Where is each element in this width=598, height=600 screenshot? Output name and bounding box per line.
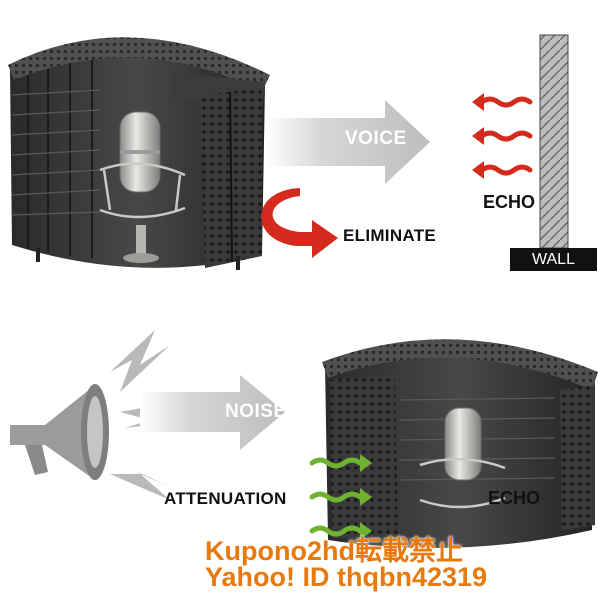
echo-label-bottom: ECHO xyxy=(488,488,541,508)
noise-label: NOISE xyxy=(225,401,287,422)
echo-label-top: ECHO xyxy=(483,192,536,212)
noise-arrow-icon xyxy=(140,375,285,450)
voice-label: VOICE xyxy=(345,128,407,149)
microphone-icon xyxy=(419,407,506,509)
echo-arrows-icon xyxy=(479,96,533,176)
microphone-icon xyxy=(99,111,186,263)
watermark-line-2: Yahoo! ID thqbn42319 xyxy=(205,562,488,592)
wall-label: WALL xyxy=(510,248,597,271)
eliminate-arrow-icon xyxy=(261,188,338,258)
attenuation-label: ATTENUATION xyxy=(164,489,287,508)
attenuation-arrows-icon xyxy=(309,457,363,537)
voice-arrow-icon xyxy=(265,100,430,184)
megaphone-icon xyxy=(10,384,109,480)
eliminate-label: ELIMINATE xyxy=(343,226,437,245)
watermark-line-1: Kupono2hd転載禁止 xyxy=(205,536,463,566)
wall xyxy=(539,34,569,249)
